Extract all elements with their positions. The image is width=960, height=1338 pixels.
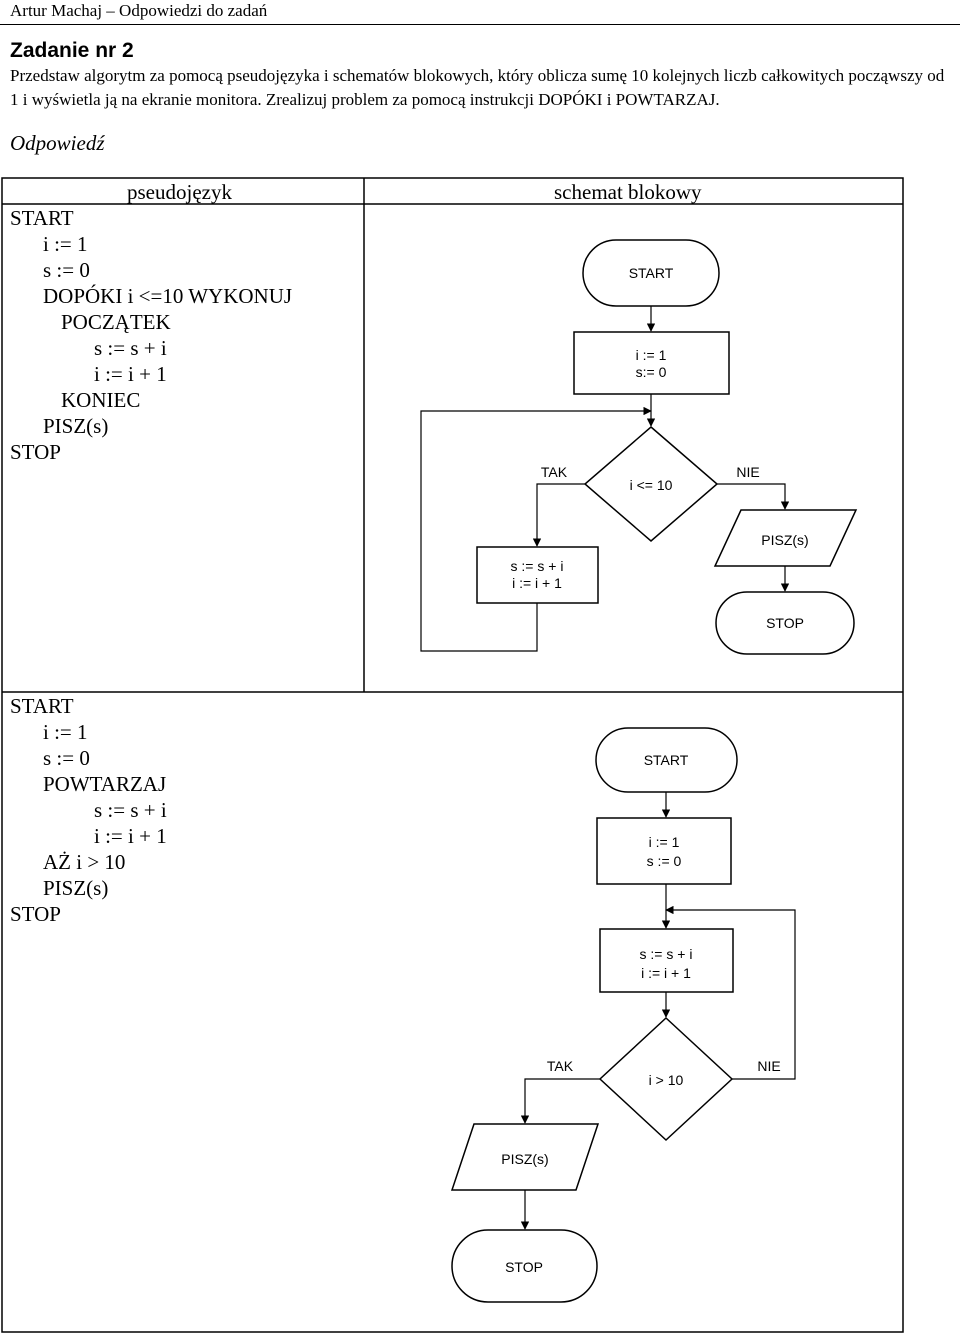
repeat-stop-terminator bbox=[451, 1229, 598, 1303]
repeat-body-process bbox=[599, 928, 734, 993]
repeat-body-line-1: s := s + i bbox=[640, 946, 693, 962]
while-code-line-3: s := 0 bbox=[43, 258, 90, 282]
while-stop-text: STOP bbox=[766, 615, 804, 631]
while-code-line-1: START bbox=[10, 206, 74, 230]
repeat-loop-back-arrow bbox=[665, 905, 796, 1080]
while-stop-terminator bbox=[715, 591, 855, 655]
repeat-condition-decision bbox=[598, 1016, 734, 1142]
while-start-text: START bbox=[629, 265, 674, 281]
repeat-code-line-4: POWTARZAJ bbox=[43, 772, 167, 796]
repeat-init-line-1: i := 1 bbox=[649, 834, 680, 850]
while-output-io bbox=[713, 509, 858, 567]
repeat-output-text: PISZ(s) bbox=[501, 1151, 548, 1167]
repeat-yes-label: TAK bbox=[547, 1058, 574, 1074]
while-code-line-8: KONIEC bbox=[61, 388, 141, 412]
header-rule bbox=[0, 24, 960, 25]
task-text: Przedstaw algorytm za pomocą pseudojęzyk… bbox=[10, 66, 945, 109]
while-body-line-1: s := s + i bbox=[511, 558, 564, 574]
repeat-code-line-8: PISZ(s) bbox=[43, 876, 109, 900]
while-init-line-2: s:= 0 bbox=[636, 364, 667, 380]
while-condition-text: i <= 10 bbox=[630, 477, 673, 493]
repeat-flowchart: START i := 1 s := 0 s := s + i i := i + … bbox=[450, 727, 796, 1303]
repeat-body-line-2: i := i + 1 bbox=[641, 965, 691, 981]
while-yes-label: TAK bbox=[541, 464, 568, 480]
while-arrow-yes-body bbox=[532, 483, 585, 547]
while-no-label: NIE bbox=[736, 464, 759, 480]
repeat-stop-text: STOP bbox=[505, 1259, 543, 1275]
while-condition-decision bbox=[583, 426, 719, 542]
repeat-init-line-2: s := 0 bbox=[647, 853, 682, 869]
answer-table-grid bbox=[1, 177, 904, 1333]
repeat-code-line-5: s := s + i bbox=[94, 798, 167, 822]
page-header: Artur Machaj – Odpowiedzi do zadań bbox=[10, 1, 268, 20]
repeat-output-io bbox=[450, 1123, 600, 1191]
while-code-line-4: DOPÓKI i <=10 WYKONUJ bbox=[43, 284, 293, 308]
while-arrow-no-output bbox=[717, 483, 790, 510]
while-body-process bbox=[476, 546, 599, 604]
repeat-init-process bbox=[596, 817, 732, 885]
while-code-line-6: s := s + i bbox=[94, 336, 167, 360]
repeat-code-line-3: s := 0 bbox=[43, 746, 90, 770]
repeat-code-line-6: i := i + 1 bbox=[94, 824, 167, 848]
repeat-start-text: START bbox=[644, 752, 689, 768]
while-code-line-2: i := 1 bbox=[43, 232, 88, 256]
repeat-code-line-2: i := 1 bbox=[43, 720, 88, 744]
while-flowchart: START i := 1 s:= 0 i <= 10 TAK NIE s := … bbox=[420, 239, 858, 655]
while-loop-back-arrow bbox=[420, 406, 652, 652]
while-init-process bbox=[573, 331, 730, 395]
while-code-line-9: PISZ(s) bbox=[43, 414, 109, 438]
while-output-text: PISZ(s) bbox=[761, 532, 808, 548]
task-title: Zadanie nr 2 bbox=[10, 39, 134, 62]
repeat-condition-text: i > 10 bbox=[649, 1072, 684, 1088]
while-init-line-1: i := 1 bbox=[636, 347, 667, 363]
answer-label: Odpowiedź bbox=[10, 131, 105, 155]
while-code-line-10: STOP bbox=[10, 440, 61, 464]
while-code-line-7: i := i + 1 bbox=[94, 362, 167, 386]
repeat-code-line-9: STOP bbox=[10, 902, 61, 926]
while-body-line-2: i := i + 1 bbox=[512, 575, 562, 591]
repeat-no-label: NIE bbox=[757, 1058, 780, 1074]
while-code-line-5: POCZĄTEK bbox=[61, 310, 171, 334]
column-header-flowchart: schemat blokowy bbox=[554, 180, 702, 204]
repeat-code-line-1: START bbox=[10, 694, 74, 718]
repeat-arrow-yes-output bbox=[520, 1078, 600, 1124]
repeat-code-line-7: AŻ i > 10 bbox=[43, 850, 126, 874]
column-header-pseudocode: pseudojęzyk bbox=[127, 180, 232, 204]
